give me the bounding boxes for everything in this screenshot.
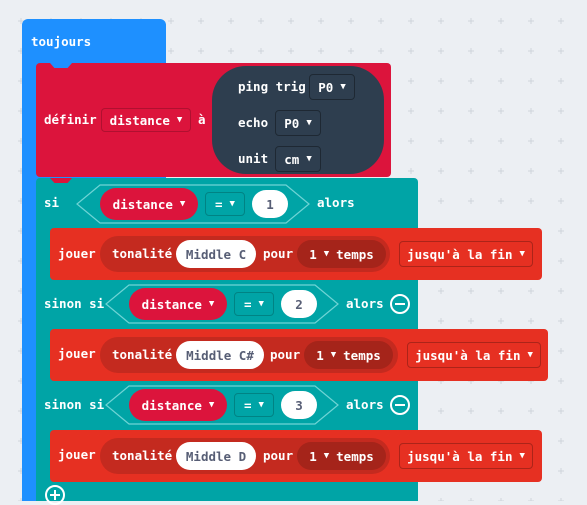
- tone-reporter[interactable]: tonalité Middle C pour 1 ▼ temps: [100, 236, 390, 272]
- operator-label: =: [244, 296, 252, 312]
- caret-down-icon: ▼: [208, 298, 215, 309]
- tone-reporter[interactable]: tonalité Middle C# pour 1 ▼ temps: [100, 337, 398, 373]
- tone-reporter[interactable]: tonalité Middle D pour 1 ▼ temps: [100, 438, 390, 474]
- plus-circle-icon[interactable]: [45, 485, 65, 505]
- forever-label: toujours: [31, 34, 92, 49]
- beats-dropdown[interactable]: 1 ▼ temps: [297, 442, 386, 470]
- trig-pin-value: P0: [318, 79, 334, 95]
- condition-variable-label: distance: [141, 397, 202, 413]
- note-input[interactable]: Middle C#: [176, 341, 264, 369]
- play-mode-dropdown[interactable]: jusqu'à la fin ▼: [399, 443, 533, 469]
- operator-dropdown[interactable]: = ▼: [234, 292, 274, 316]
- else-if-keyword: sinon si: [44, 296, 105, 311]
- tone-label: tonalité: [112, 246, 173, 261]
- set-variable-block[interactable]: définir distance ▼ à ping trig P0 ▼ echo…: [36, 63, 391, 177]
- else-if-keyword: sinon si: [44, 397, 105, 412]
- play-tone-block[interactable]: jouer tonalité Middle C# pour 1 ▼ temps …: [50, 329, 548, 381]
- ping-reporter[interactable]: ping trig P0 ▼ echo P0 ▼ unit cm ▼: [212, 66, 384, 174]
- condition-variable[interactable]: distance ▼: [100, 188, 198, 220]
- note-input[interactable]: Middle C: [176, 240, 256, 268]
- operator-dropdown[interactable]: = ▼: [205, 192, 245, 216]
- echo-label: echo: [238, 115, 269, 130]
- block-notch: [50, 178, 72, 183]
- beats-value: 1: [309, 246, 317, 262]
- caret-down-icon: ▼: [306, 117, 312, 128]
- for-label: pour: [270, 347, 301, 362]
- play-label: jouer: [58, 447, 96, 462]
- ping-trig-label: ping trig: [238, 79, 306, 94]
- beats-unit: temps: [343, 347, 381, 363]
- then-label: alors: [317, 195, 355, 210]
- echo-pin-value: P0: [284, 115, 300, 131]
- caret-down-icon: ▼: [330, 349, 337, 360]
- tone-label: tonalité: [112, 448, 173, 463]
- beats-dropdown[interactable]: 1 ▼ temps: [304, 341, 393, 369]
- compare-value-input[interactable]: 1: [252, 190, 288, 218]
- condition-variable[interactable]: distance ▼: [129, 288, 227, 320]
- trig-pin-dropdown[interactable]: P0 ▼: [309, 74, 355, 100]
- unit-label: unit: [238, 151, 269, 166]
- beats-unit: temps: [336, 246, 374, 262]
- unit-dropdown[interactable]: cm ▼: [275, 146, 321, 172]
- for-label: pour: [263, 246, 294, 261]
- then-label: alors: [346, 296, 384, 311]
- caret-down-icon: ▼: [208, 399, 215, 410]
- play-label: jouer: [58, 246, 96, 261]
- play-mode-label: jusqu'à la fin: [407, 448, 513, 464]
- for-label: pour: [263, 448, 294, 463]
- caret-down-icon: ▼: [258, 298, 264, 309]
- beats-dropdown[interactable]: 1 ▼ temps: [297, 240, 386, 268]
- caret-down-icon: ▼: [519, 450, 525, 461]
- play-tone-block[interactable]: jouer tonalité Middle D pour 1 ▼ temps j…: [50, 430, 542, 482]
- caret-down-icon: ▼: [323, 248, 330, 259]
- compare-value-input[interactable]: 3: [281, 391, 317, 419]
- condition-variable-label: distance: [112, 196, 173, 212]
- caret-down-icon: ▼: [323, 450, 330, 461]
- caret-down-icon: ▼: [527, 349, 533, 360]
- play-mode-dropdown[interactable]: jusqu'à la fin ▼: [399, 241, 533, 267]
- to-label: à: [198, 112, 206, 127]
- note-input[interactable]: Middle D: [176, 442, 256, 470]
- caret-down-icon: ▼: [179, 198, 186, 209]
- if-keyword: si: [44, 195, 60, 210]
- play-mode-label: jusqu'à la fin: [415, 347, 521, 363]
- caret-down-icon: ▼: [519, 248, 525, 259]
- minus-circle-icon[interactable]: [390, 395, 410, 415]
- variable-dropdown-label: distance: [109, 112, 170, 128]
- caret-down-icon: ▼: [258, 399, 264, 410]
- caret-down-icon: ▼: [340, 81, 346, 92]
- caret-down-icon: ▼: [229, 198, 235, 209]
- beats-unit: temps: [336, 448, 374, 464]
- set-label: définir: [44, 112, 97, 127]
- condition-variable-label: distance: [141, 296, 202, 312]
- beats-value: 1: [316, 347, 324, 363]
- play-tone-block[interactable]: jouer tonalité Middle C pour 1 ▼ temps j…: [50, 228, 542, 280]
- echo-pin-dropdown[interactable]: P0 ▼: [275, 110, 321, 136]
- condition-variable[interactable]: distance ▼: [129, 389, 227, 421]
- operator-label: =: [215, 196, 223, 212]
- tone-label: tonalité: [112, 347, 173, 362]
- then-label: alors: [346, 397, 384, 412]
- caret-down-icon: ▼: [306, 153, 312, 164]
- play-label: jouer: [58, 346, 96, 361]
- variable-dropdown[interactable]: distance ▼: [101, 108, 191, 132]
- beats-value: 1: [309, 448, 317, 464]
- block-notch: [50, 63, 72, 68]
- minus-circle-icon[interactable]: [390, 294, 410, 314]
- play-mode-dropdown[interactable]: jusqu'à la fin ▼: [407, 342, 541, 368]
- play-mode-label: jusqu'à la fin: [407, 246, 513, 262]
- operator-label: =: [244, 397, 252, 413]
- caret-down-icon: ▼: [176, 114, 183, 125]
- unit-value: cm: [284, 151, 300, 167]
- operator-dropdown[interactable]: = ▼: [234, 393, 274, 417]
- compare-value-input[interactable]: 2: [281, 290, 317, 318]
